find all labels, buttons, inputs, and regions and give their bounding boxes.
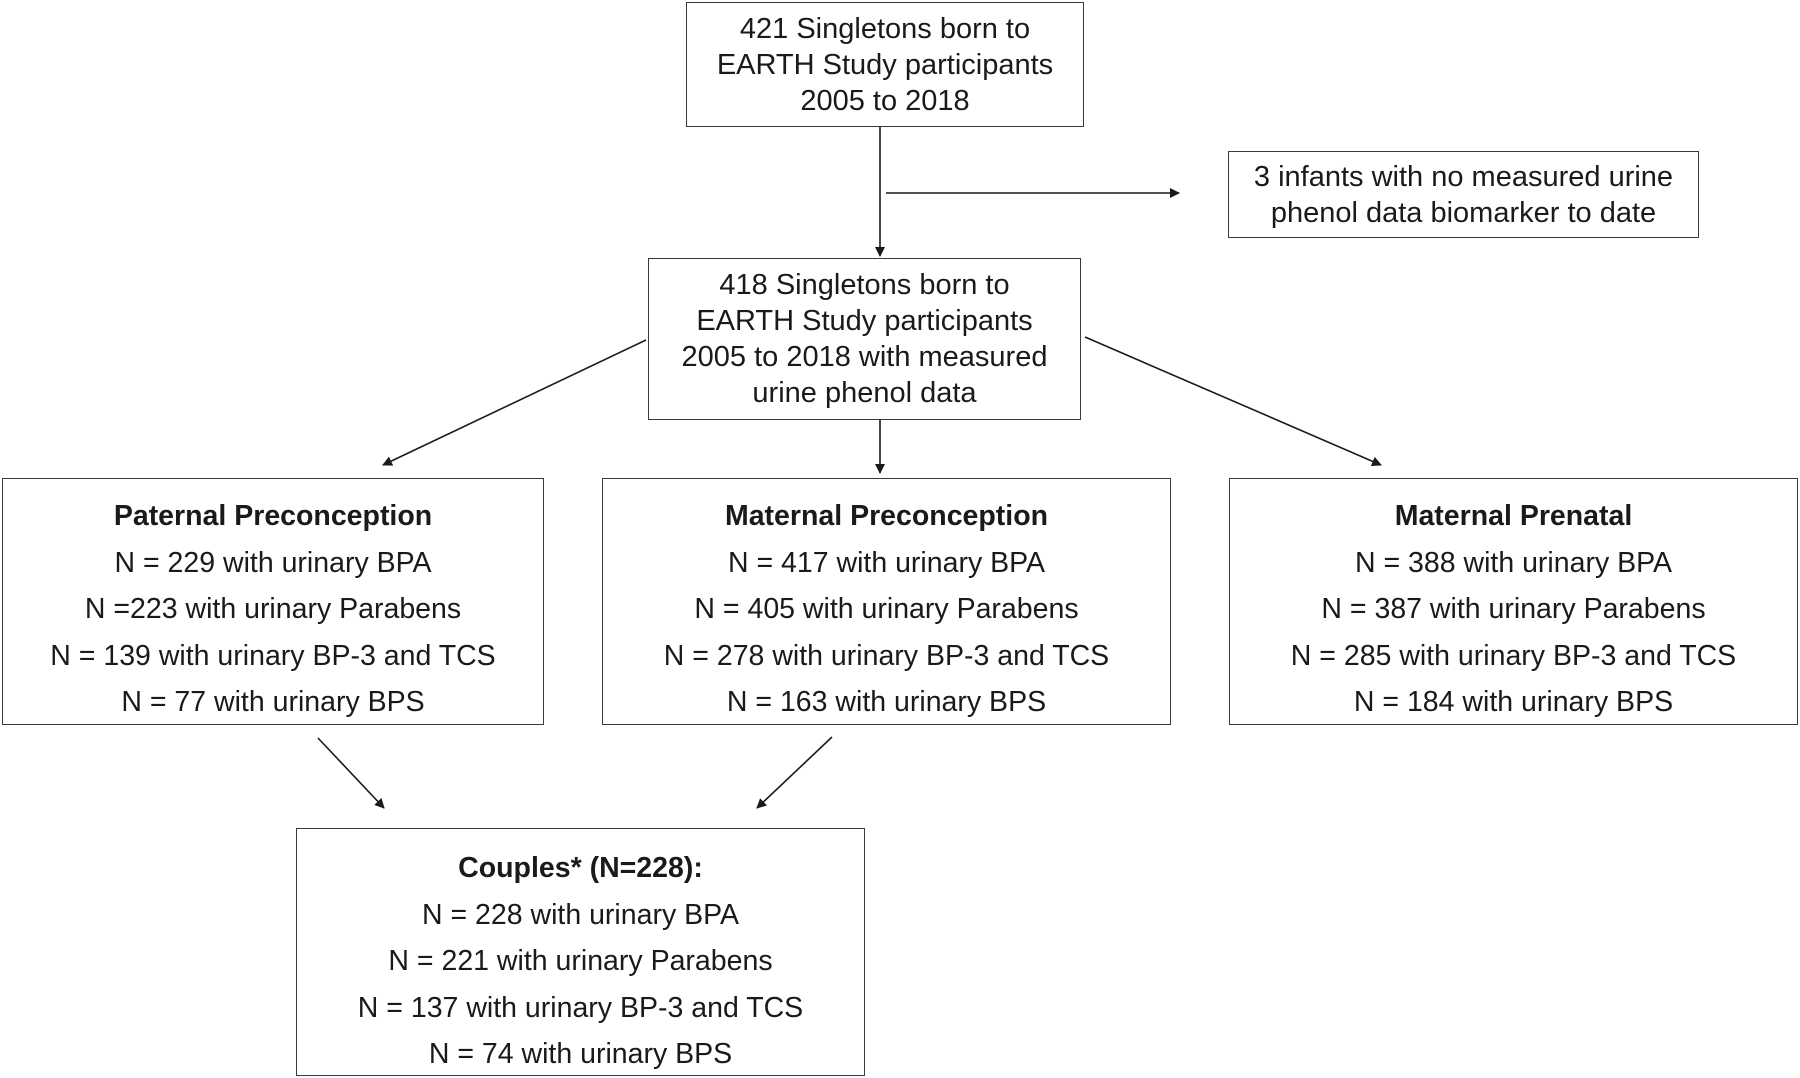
box-text-line: N = 139 with urinary BP-3 and TCS xyxy=(50,639,496,672)
box-heading: Maternal Preconception xyxy=(724,500,1049,532)
box-text-line: N = 163 with urinary BPS xyxy=(726,686,1047,718)
maternal-prenatal-box: Maternal Prenatal N = 388 with urinary B… xyxy=(1229,478,1798,725)
box-text-line: 2005 to 2018 with measured xyxy=(681,341,1048,373)
box-text-line: EARTH Study participants xyxy=(696,305,1033,337)
excluded-infants-box: 3 infants with no measured urine phenol … xyxy=(1228,151,1699,238)
arrow-measured-to-maternal-prenatal xyxy=(1084,336,1382,467)
singletons-total-box: 421 Singletons born to EARTH Study parti… xyxy=(686,2,1084,127)
box-heading: Couples* (N=228): xyxy=(458,852,703,884)
box-text-line: N = 278 with urinary BP-3 and TCS xyxy=(663,639,1110,672)
paternal-preconception-box: Paternal Preconception N = 229 with urin… xyxy=(2,478,544,725)
box-heading: Paternal Preconception xyxy=(113,500,433,532)
box-text-line: phenol data biomarker to date xyxy=(1270,196,1657,229)
box-text-line: N = 387 with urinary Parabens xyxy=(1321,593,1706,625)
couples-box: Couples* (N=228): N = 228 with urinary B… xyxy=(296,828,865,1076)
box-text-line: N = 74 with urinary BPS xyxy=(428,1038,733,1070)
arrow-paternal-to-couples xyxy=(317,737,385,809)
box-text-line: N = 229 with urinary BPA xyxy=(114,546,432,579)
box-text-line: N = 77 with urinary BPS xyxy=(121,686,425,718)
maternal-preconception-box: Maternal Preconception N = 417 with urin… xyxy=(602,478,1171,725)
box-text-line: EARTH Study participants xyxy=(716,48,1054,81)
arrow-maternal-preconception-to-couples xyxy=(756,736,833,809)
box-text-line: N = 405 with urinary Parabens xyxy=(694,593,1079,625)
box-text-line: N = 388 with urinary BPA xyxy=(1354,546,1673,579)
box-text-line: N = 228 with urinary BPA xyxy=(421,898,740,931)
singletons-measured-box: 418 Singletons born to EARTH Study parti… xyxy=(648,258,1081,420)
box-text-line: 418 Singletons born to xyxy=(719,269,1010,301)
box-text-line: urine phenol data xyxy=(752,377,977,409)
box-heading: Maternal Prenatal xyxy=(1394,500,1633,532)
box-text-line: N = 417 with urinary BPA xyxy=(727,546,1046,579)
box-text-line: 421 Singletons born to xyxy=(739,12,1031,45)
box-text-line: N = 137 with urinary BP-3 and TCS xyxy=(357,991,804,1024)
box-text-line: N = 221 with urinary Parabens xyxy=(388,945,773,977)
box-text-line: N =223 with urinary Parabens xyxy=(84,593,462,625)
box-text-line: 2005 to 2018 xyxy=(800,84,970,117)
arrow-measured-to-paternal xyxy=(382,339,647,466)
box-text-line: N = 184 with urinary BPS xyxy=(1353,686,1674,718)
box-text-line: N = 285 with urinary BP-3 and TCS xyxy=(1290,639,1737,672)
box-text-line: 3 infants with no measured urine xyxy=(1253,160,1674,193)
